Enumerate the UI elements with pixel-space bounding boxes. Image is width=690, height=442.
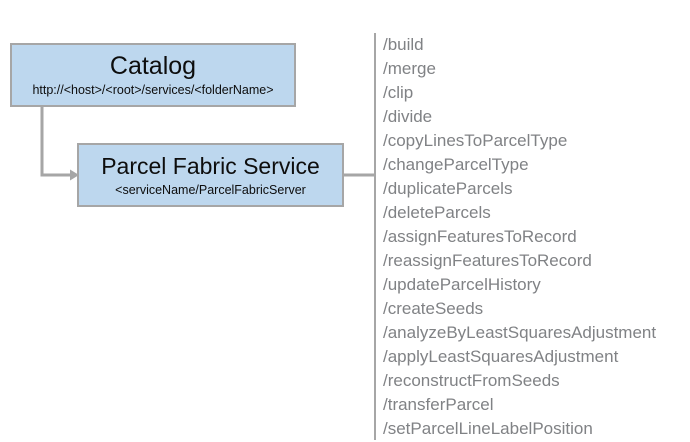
operation-item[interactable]: /assignFeaturesToRecord <box>383 227 577 246</box>
operation-item[interactable]: /clip <box>383 83 414 102</box>
operation-item[interactable]: /reassignFeaturesToRecord <box>383 251 592 270</box>
node-parcel-fabric-service-title: Parcel Fabric Service <box>101 153 320 179</box>
operation-item[interactable]: /transferParcel <box>383 395 494 414</box>
node-parcel-fabric-service-subtitle: <serviceName/ParcelFabricServer <box>115 183 306 197</box>
operation-item[interactable]: /divide <box>383 107 433 126</box>
operations-list: /build/merge/clip/divide/copyLinesToParc… <box>383 33 684 441</box>
operation-item[interactable]: /updateParcelHistory <box>383 275 541 294</box>
operations-panel: /build/merge/clip/divide/copyLinesToParc… <box>374 33 684 440</box>
operation-item[interactable]: /analyzeByLeastSquaresAdjustment <box>383 323 657 342</box>
operation-item[interactable]: /applyLeastSquaresAdjustment <box>383 347 619 366</box>
connector-catalog-to-service <box>40 107 70 177</box>
node-parcel-fabric-service[interactable]: Parcel Fabric Service <serviceName/Parce… <box>77 143 344 207</box>
operation-item[interactable]: /deleteParcels <box>383 203 491 222</box>
operation-item[interactable]: /reconstructFromSeeds <box>383 371 560 390</box>
node-catalog-subtitle: http://<host>/<root>/services/<folderNam… <box>32 83 274 97</box>
operation-item[interactable]: /duplicateParcels <box>383 179 513 198</box>
operation-item[interactable]: /createSeeds <box>383 299 484 318</box>
node-catalog-title: Catalog <box>109 52 197 80</box>
operation-item[interactable]: /setParcelLineLabelPosition <box>383 419 593 438</box>
operation-item[interactable]: /changeParcelType <box>383 155 529 174</box>
operation-item[interactable]: /build <box>383 35 424 54</box>
operation-item[interactable]: /copyLinesToParcelType <box>383 131 568 150</box>
operation-item[interactable]: /merge <box>383 59 436 78</box>
node-catalog[interactable]: Catalog http://<host>/<root>/services/<f… <box>10 43 296 107</box>
